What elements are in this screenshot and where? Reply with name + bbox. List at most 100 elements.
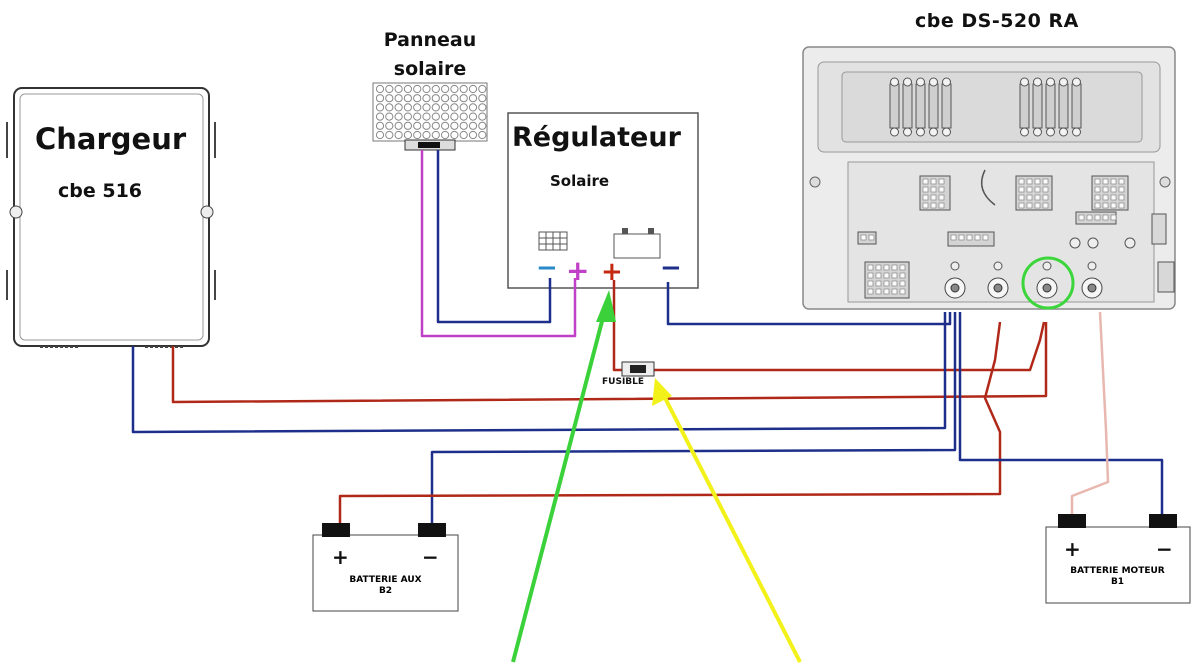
connector-pin [1094, 214, 1101, 221]
solar-cell [459, 121, 468, 130]
fuse [621, 361, 655, 377]
solar-cell [413, 130, 422, 140]
fuse-number-marker [1072, 77, 1081, 87]
solar-panel-title-line2: solaire [393, 58, 467, 80]
solar-cell [403, 121, 412, 130]
connector-pin [1042, 178, 1049, 185]
solar-cell [431, 112, 440, 121]
battery-motor-plus-sign: + [1064, 537, 1081, 561]
solar-panel-frame [372, 82, 488, 142]
connector-pin [867, 272, 874, 279]
solar-cell [375, 84, 385, 94]
fuse-number-marker [1059, 127, 1068, 137]
fuse-number-marker [903, 77, 912, 87]
solar-cell [375, 94, 385, 103]
solar-cell [394, 130, 403, 140]
wire-motor-negative [958, 312, 1164, 514]
connector-pin [982, 234, 989, 241]
solar-cell [468, 112, 478, 121]
fuse-number-marker [1020, 127, 1029, 137]
solar-panel-title-line1: Panneau [383, 29, 477, 51]
solar-cell [403, 94, 412, 103]
solar-cell [468, 121, 478, 130]
solar-cell [431, 121, 440, 130]
solar-cell [441, 84, 450, 94]
solar-cell [441, 103, 450, 112]
connector-pin [1102, 178, 1109, 185]
solar-cell [459, 84, 468, 94]
fuse-number-marker [929, 127, 938, 137]
solar-cell [441, 130, 450, 140]
connector-pin [930, 194, 937, 201]
connector-pin [922, 194, 929, 201]
connector-pin [1110, 178, 1117, 185]
regulator-terminal-panel-minus: − [536, 253, 558, 283]
terminal-studs [944, 213, 1175, 299]
terminal-stud-label [993, 261, 1003, 271]
arrow-green [511, 290, 616, 663]
solar-cell [468, 94, 478, 103]
solar-cell [441, 121, 450, 130]
solar-cell [422, 130, 431, 140]
solar-cell [459, 130, 468, 140]
wire-regulator-negative [666, 282, 952, 326]
connector-pin [1102, 194, 1109, 201]
battery-motor-negative-post [1149, 514, 1177, 528]
connector-pin [1110, 214, 1117, 221]
terminal-stud-label [1087, 261, 1097, 271]
wire-fuse-to-plus12v [652, 321, 1046, 372]
solar-cell [431, 84, 440, 94]
connector-pin [899, 272, 906, 279]
fuse-number-marker [903, 127, 912, 137]
fuse-label: FUSIBLE [602, 377, 645, 387]
wire-aux-positive [338, 321, 1002, 523]
connector-pin [1018, 186, 1025, 193]
battery-mini-icon [613, 233, 661, 259]
solar-cell [413, 94, 422, 103]
solar-cell [413, 121, 422, 130]
regulator-terminal-battery-plus: + [601, 257, 623, 287]
connector-pin [1042, 186, 1049, 193]
connector-pin [1110, 202, 1117, 209]
battery-aux-label: BATTERIE AUX B2 [333, 575, 438, 597]
fuse-number-marker [1059, 77, 1068, 87]
solar-cell [478, 94, 487, 103]
connector-pin [891, 280, 898, 287]
solar-cell [422, 94, 431, 103]
connector-pin [1118, 202, 1125, 209]
solar-cell [441, 94, 450, 103]
regulator-title: Régulateur [512, 122, 681, 153]
connector-pin [930, 178, 937, 185]
solar-cell [459, 103, 468, 112]
connector-pin [860, 234, 867, 241]
connector-pin [922, 202, 929, 209]
solar-cell [459, 94, 468, 103]
solar-cell [385, 94, 394, 103]
connector-pin [1118, 178, 1125, 185]
connector-pin [891, 272, 898, 279]
fuse-number-marker [1020, 77, 1029, 87]
connector-pin [922, 186, 929, 193]
solar-cell [385, 103, 394, 112]
fuse-number-marker [916, 77, 925, 87]
connector-pin [867, 280, 874, 287]
solar-cell [478, 103, 487, 112]
connector-pin [1094, 202, 1101, 209]
solar-cell [478, 112, 487, 121]
solar-cell [422, 103, 431, 112]
solar-cell [403, 112, 412, 121]
wire-aux-negative [430, 312, 957, 523]
connector-pin [1034, 202, 1041, 209]
solar-cell [375, 121, 385, 130]
solar-cell [403, 84, 412, 94]
connector-pin [875, 288, 882, 295]
terminal-stud-label [1042, 261, 1052, 271]
solar-cell [413, 103, 422, 112]
solar-cell [459, 112, 468, 121]
fuse-number-marker [1033, 127, 1042, 137]
wire-charger-positive [171, 322, 1048, 404]
solar-cell [385, 121, 394, 130]
indicator [1087, 237, 1099, 249]
connector-pin [938, 194, 945, 201]
solar-cell [413, 84, 422, 94]
